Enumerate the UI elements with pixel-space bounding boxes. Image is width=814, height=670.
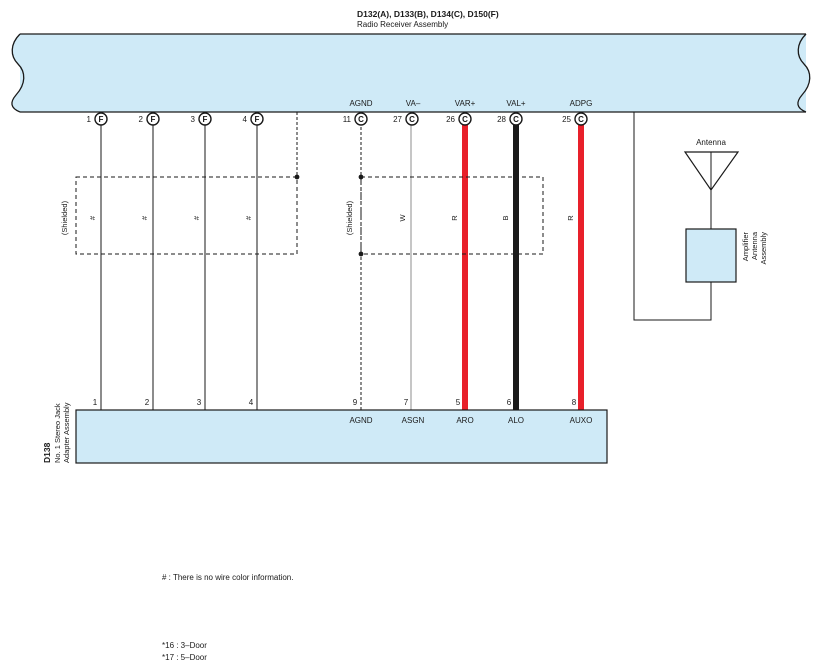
antenna-label: Antenna [696, 138, 726, 147]
jack-pin-number: 9 [353, 398, 358, 407]
connector-letter: F [255, 115, 260, 124]
connector-letter: C [358, 115, 364, 124]
jack-pin-number: 2 [145, 398, 150, 407]
jack-pin-number: 8 [572, 398, 577, 407]
receiver-codes: D132(A), D133(B), D134(C), D150(F) [357, 9, 499, 19]
note-5-door: *17 : 5–Door [162, 653, 207, 662]
wire-color-aro: R [450, 215, 459, 221]
receiver-pin-number: 27 [393, 115, 402, 124]
connector-circle [146, 112, 160, 126]
receiver-pin-number: 28 [497, 115, 506, 124]
shielded-label-right: (Shielded) [345, 200, 354, 235]
radio-receiver-box [11, 33, 811, 113]
connector-letter: C [513, 115, 519, 124]
jack-pin-number: 1 [93, 398, 98, 407]
receiver-pin-number: 25 [562, 115, 571, 124]
connector-circle [198, 112, 212, 126]
signal-adpg: ADPG [570, 99, 593, 108]
note-wire-info: # : There is no wire color information. [162, 573, 293, 582]
jack-signal-auxo: AUXO [570, 416, 593, 425]
jack-name-1: No. 1 Stereo Jack [53, 403, 62, 463]
jack-pin-number: 3 [197, 398, 202, 407]
receiver-name: Radio Receiver Assembly [357, 20, 448, 29]
connector-letter: C [462, 115, 468, 124]
shield-junction-right-top [358, 174, 364, 180]
wire-color-4: # [244, 215, 253, 220]
connector-circle [250, 112, 264, 126]
connector-circle [354, 112, 368, 126]
receiver-pin-number: 2 [139, 115, 144, 124]
connector-letter: C [578, 115, 584, 124]
wire-color-auxo: R [566, 215, 575, 221]
antenna-ground-line [633, 112, 712, 321]
receiver-pin-number: 4 [243, 115, 248, 124]
amplifier-label-2: Antenna [750, 231, 759, 260]
connector-letter: F [151, 115, 156, 124]
jack-pin-number: 4 [249, 398, 254, 407]
shield-box-left [75, 176, 298, 255]
receiver-pin-number: 1 [87, 115, 92, 124]
stereo-jack-box [75, 409, 608, 464]
wires [100, 112, 584, 410]
signal-va-minus: VA– [406, 99, 421, 108]
connector-letter: F [203, 115, 208, 124]
connector-circle [94, 112, 108, 126]
connector-circle [574, 112, 588, 126]
connector-circle [458, 112, 472, 126]
signal-agnd: AGND [349, 99, 372, 108]
jack-name-2: Adapter Assembly [62, 402, 71, 463]
shielded-label-left: (Shielded) [60, 200, 69, 235]
jack-code: D138 [42, 442, 52, 463]
wire-color-1: # [88, 215, 97, 220]
wire-color-3: # [192, 215, 201, 220]
amplifier-label-3: Assembly [759, 232, 768, 265]
receiver-pins: 1 F 2 F 3 F 4 F 11 C 27 C 26 C 28 C 25 C [87, 112, 588, 126]
shield-junction-left [294, 174, 300, 180]
amplifier-label-1: Amplifier [741, 232, 750, 262]
shield-junction-right-bottom [358, 251, 364, 257]
connector-circle [509, 112, 523, 126]
jack-signal-alo: ALO [508, 416, 524, 425]
amplifier-antenna-box [685, 228, 737, 283]
receiver-pin-number: 26 [446, 115, 455, 124]
wire-color-asgn: W [398, 214, 407, 222]
receiver-pin-number: 11 [343, 115, 352, 124]
jack-signal-asgn: ASGN [402, 416, 425, 425]
receiver-pin-number: 3 [191, 115, 196, 124]
note-3-door: *16 : 3–Door [162, 641, 207, 650]
wire-color-2: # [140, 215, 149, 220]
jack-pin-number: 5 [456, 398, 461, 407]
connector-letter: C [409, 115, 415, 124]
jack-pin-number: 6 [507, 398, 512, 407]
jack-signal-aro: ARO [456, 416, 473, 425]
signal-var-plus: VAR+ [455, 99, 476, 108]
shield-box-right [360, 176, 544, 255]
signal-val-plus: VAL+ [506, 99, 526, 108]
connector-circle [405, 112, 419, 126]
jack-signal-agnd: AGND [349, 416, 372, 425]
jack-pin-number: 7 [404, 398, 409, 407]
wire-color-alo: B [501, 215, 510, 220]
connector-letter: F [99, 115, 104, 124]
